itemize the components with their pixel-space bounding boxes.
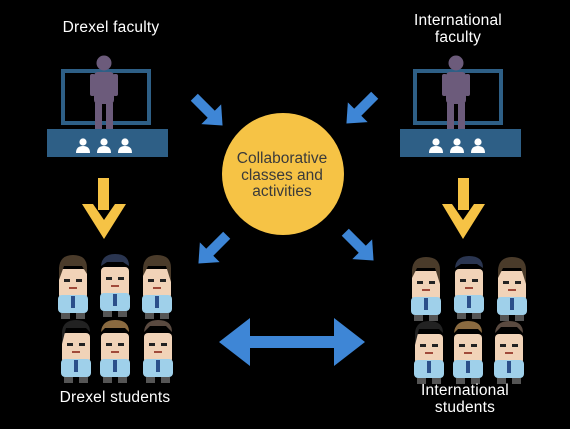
student-icon: [454, 269, 484, 319]
student-icon: [411, 271, 441, 321]
arrow-icon: [82, 178, 126, 239]
student-icon: [58, 269, 88, 319]
presenter-icon: [90, 55, 118, 129]
drexel-students-text: Drexel students: [59, 389, 171, 406]
international-faculty-text-line2: faculty: [434, 29, 482, 46]
center-text-line3: activities: [252, 183, 312, 200]
drexel-faculty-group: [47, 55, 168, 157]
student-icon: [414, 334, 444, 384]
drexel-students-label: Drexel students: [30, 389, 200, 406]
international-students-label: International students: [380, 382, 550, 416]
international-students-text-line1: International: [421, 382, 509, 399]
drexel-faculty-text: Drexel faculty: [62, 19, 160, 36]
student-icon: [143, 333, 173, 383]
center-text-line1: Collaborative: [236, 150, 328, 167]
drexel-students-group: [58, 254, 173, 383]
center-label: Collaborative classes and activities: [222, 150, 342, 201]
drexel-faculty-label: Drexel faculty: [36, 19, 186, 36]
presenter-icon: [442, 55, 470, 129]
arrow-icon: [198, 231, 231, 264]
international-faculty-text-line1: International: [414, 12, 502, 29]
student-icon: [142, 269, 172, 319]
international-faculty-group: [400, 55, 521, 157]
double-arrow-icon: [219, 318, 365, 366]
student-icon: [100, 267, 130, 317]
arrow-icon: [442, 178, 485, 239]
student-icon: [497, 271, 527, 321]
student-icon: [61, 333, 91, 383]
international-students-group: [411, 256, 527, 384]
center-circle: [222, 113, 344, 235]
arrow-icon: [341, 228, 374, 261]
student-icon: [494, 334, 524, 384]
international-students-text-line2: students: [434, 399, 496, 416]
center-text-line2: classes and: [241, 166, 323, 184]
arrow-icon: [346, 91, 379, 124]
student-icon: [100, 333, 130, 383]
arrow-icon: [190, 93, 223, 126]
student-icon: [453, 334, 483, 384]
international-faculty-label: International faculty: [383, 12, 533, 46]
